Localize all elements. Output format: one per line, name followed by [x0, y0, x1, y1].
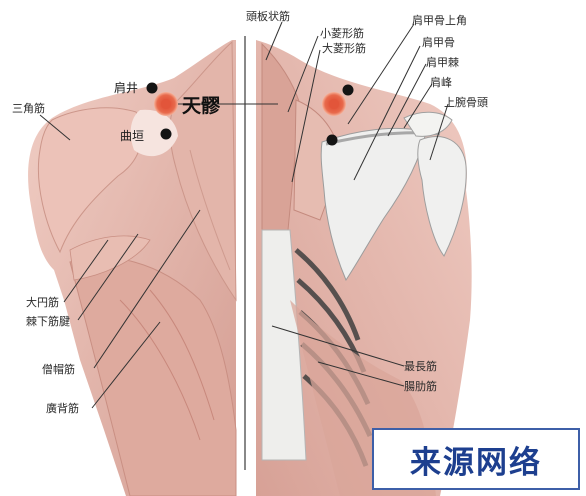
label-toubanzhuangjin: 頭板状筋 [246, 9, 290, 23]
point-tianzong-left-core [161, 99, 171, 109]
point-quyuan-dot [161, 129, 172, 140]
label-sengmaojin: 僧帽筋 [42, 362, 75, 376]
source-watermark: 来源网络 [372, 428, 580, 490]
point-tianzong-right-core [329, 99, 339, 109]
point-quyuan-right-dot [327, 135, 338, 146]
label-quyuan: 曲垣 [120, 129, 144, 143]
label-dayuanjin: 大円筋 [26, 295, 59, 309]
label-jianjiagushangjiao: 肩甲骨上角 [412, 13, 467, 27]
label-dalingxingjin: 大菱形筋 [322, 41, 366, 55]
label-jianfeng: 肩峰 [430, 75, 452, 89]
label-jianjiaji: 肩甲棘 [426, 55, 459, 69]
label-shangwanguto: 上腕骨頭 [444, 95, 488, 109]
point-jianjing-right-dot [343, 85, 354, 96]
label-ledongjin: 腸肋筋 [404, 379, 437, 393]
label-jixiajinjin: 棘下筋腱 [26, 314, 70, 328]
label-jianjing: 肩井 [114, 80, 138, 95]
label-kuobeijin: 廣背筋 [46, 401, 79, 415]
label-zuichangjin: 最長筋 [404, 359, 437, 373]
label-tianzong: 天髎 [182, 95, 221, 117]
label-jianjiagu: 肩甲骨 [422, 35, 455, 49]
watermark-text: 来源网络 [410, 437, 542, 482]
label-sanjiaojin: 三角筋 [12, 101, 45, 115]
label-xiaolingxingjin: 小菱形筋 [320, 26, 364, 40]
point-jianjing-dot [147, 83, 158, 94]
